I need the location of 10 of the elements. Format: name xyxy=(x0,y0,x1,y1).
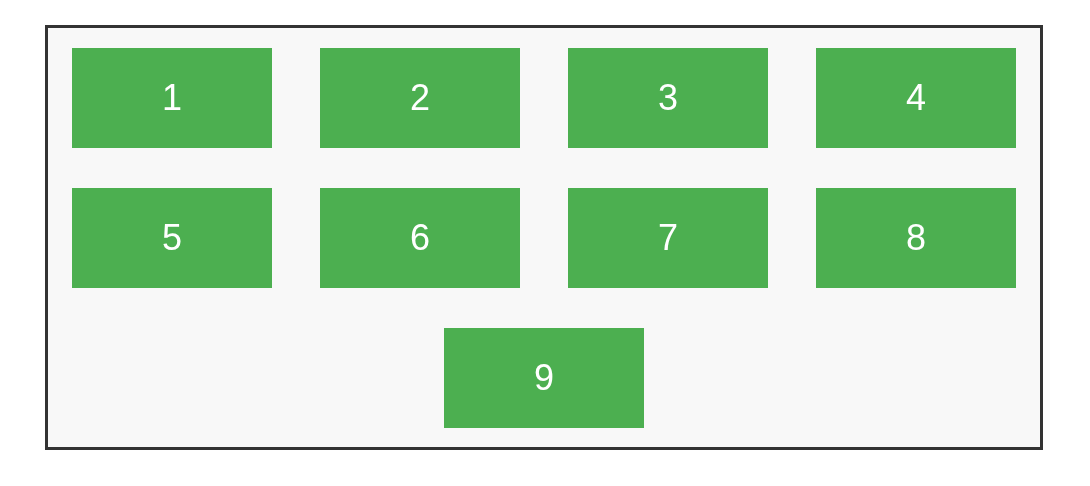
flex-item-box: 7 xyxy=(568,188,768,288)
flex-item-box: 6 xyxy=(320,188,520,288)
flex-item-box: 9 xyxy=(444,328,644,428)
flex-item-box: 2 xyxy=(320,48,520,148)
flex-item-box: 3 xyxy=(568,48,768,148)
flex-item-box: 8 xyxy=(816,188,1016,288)
flex-item-box: 5 xyxy=(72,188,272,288)
flex-item-box: 4 xyxy=(816,48,1016,148)
flex-container xyxy=(45,25,1043,450)
flex-item-box: 1 xyxy=(72,48,272,148)
